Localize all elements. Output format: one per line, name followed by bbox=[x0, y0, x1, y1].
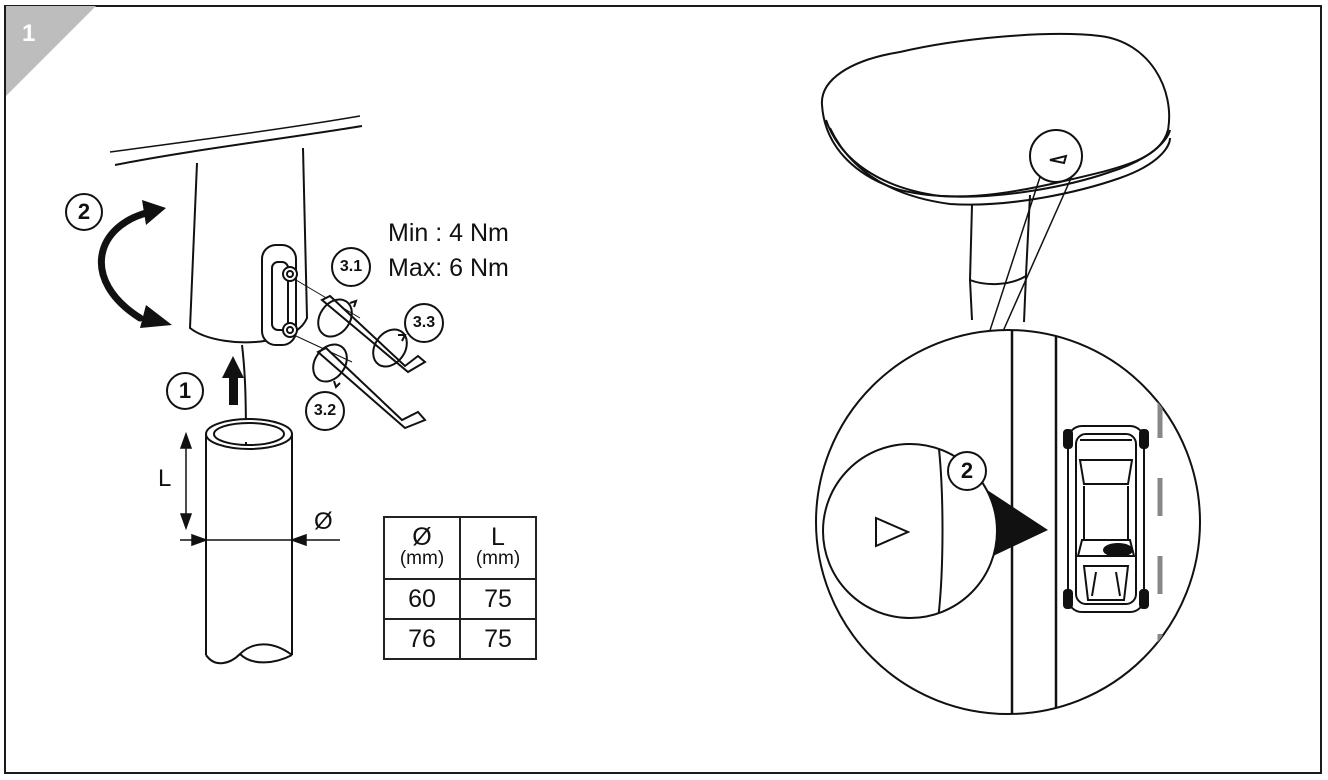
table-header-length: L (mm) bbox=[459, 516, 537, 580]
callout-zoom: 2 bbox=[947, 451, 987, 491]
pole-size-table: Ø (mm) L (mm) 60 75 76 75 bbox=[383, 516, 537, 660]
rotation-arrow-icon bbox=[312, 298, 408, 389]
up-arrow-icon bbox=[222, 356, 244, 405]
header-symbol: Ø bbox=[412, 523, 432, 551]
callout-screw-2: 3.2 bbox=[305, 391, 345, 431]
header-unit: (mm) bbox=[399, 548, 445, 569]
table-header-diameter: Ø (mm) bbox=[383, 516, 461, 580]
step-badge-icon bbox=[6, 6, 96, 96]
pole-illustration bbox=[205, 418, 293, 665]
step-number: 1 bbox=[22, 20, 36, 47]
curved-arrow-icon bbox=[97, 200, 172, 328]
callout-rotate: 2 bbox=[65, 193, 103, 231]
luminaire-head-illustration bbox=[109, 115, 363, 363]
car-icon bbox=[1063, 425, 1149, 613]
table-cell: 75 bbox=[459, 618, 537, 660]
header-unit: (mm) bbox=[475, 548, 521, 569]
page-frame bbox=[4, 5, 1322, 774]
torque-max-label: Max: 6 Nm bbox=[388, 254, 509, 282]
torque-min-label: Min : 4 Nm bbox=[388, 219, 509, 247]
callout-screw-1: 3.1 bbox=[331, 247, 371, 287]
table-cell: 76 bbox=[383, 618, 461, 660]
table-row: 76 75 bbox=[383, 618, 537, 660]
table-header-row: Ø (mm) L (mm) bbox=[383, 516, 537, 580]
callout-push: 1 bbox=[166, 372, 204, 410]
length-dimension bbox=[179, 431, 193, 531]
header-symbol: L bbox=[491, 523, 505, 551]
luminaire-top-illustration bbox=[820, 33, 1171, 405]
table-cell: 75 bbox=[459, 578, 537, 620]
marker-triangle-icon bbox=[875, 516, 911, 548]
callout-screw-3: 3.3 bbox=[404, 303, 444, 343]
diameter-dimension bbox=[180, 533, 340, 547]
diameter-label: Ø bbox=[314, 508, 333, 535]
table-cell: 60 bbox=[383, 578, 461, 620]
table-row: 60 75 bbox=[383, 578, 537, 620]
zoom-detail bbox=[815, 329, 1201, 715]
length-label: L bbox=[158, 465, 172, 492]
